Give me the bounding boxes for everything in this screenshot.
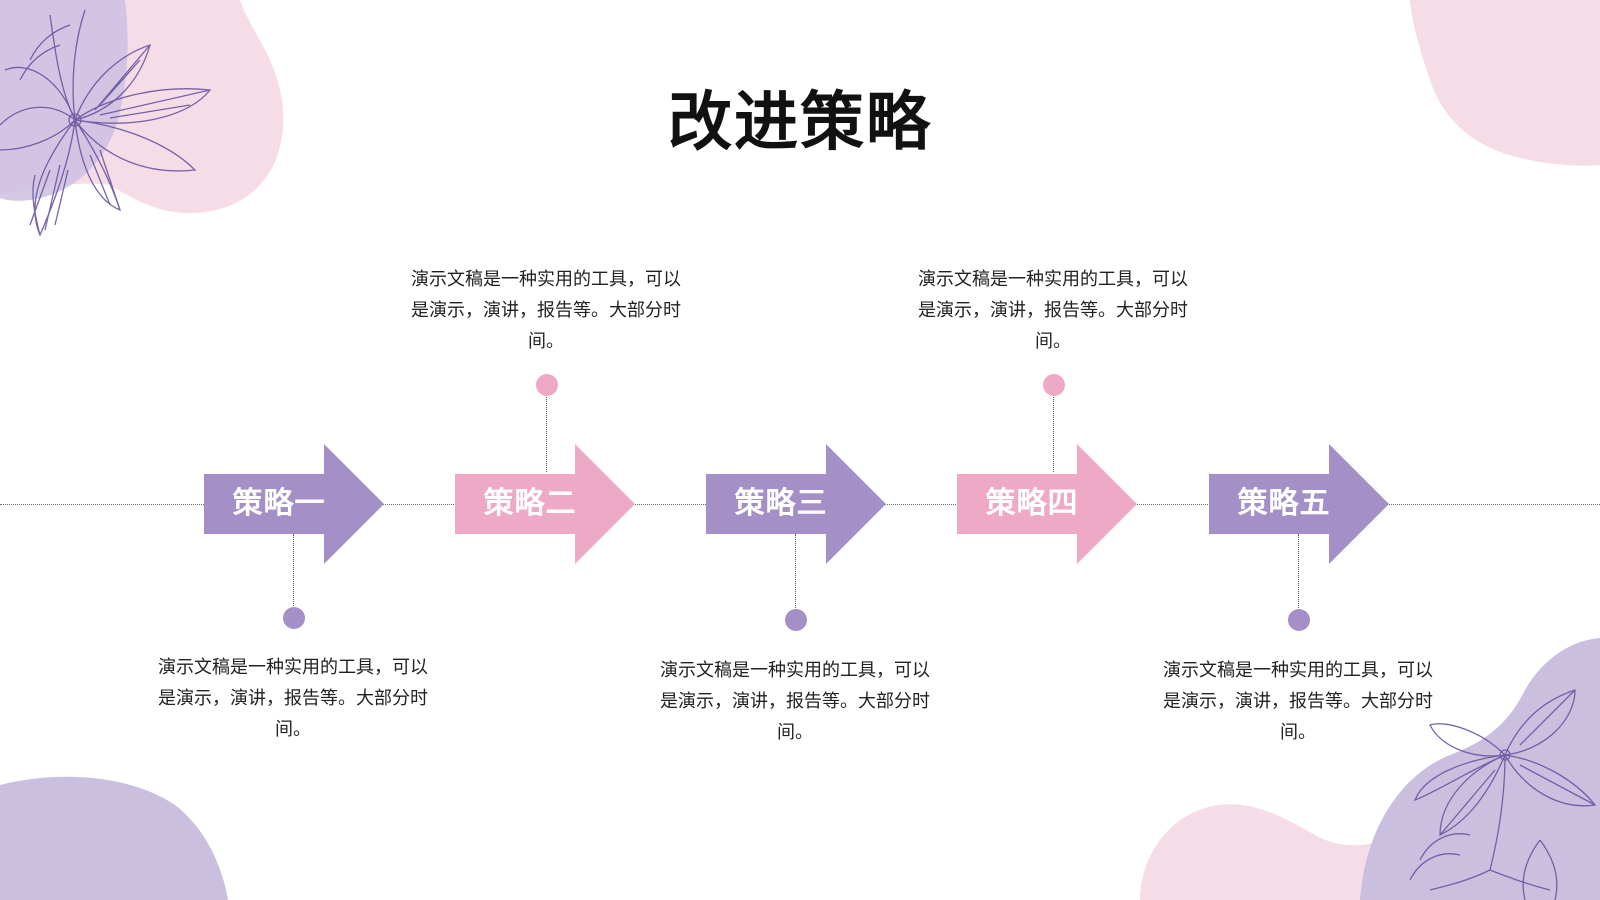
step-1-label: 策略一 [232, 486, 326, 521]
blob-top-right-pink [1410, 0, 1600, 166]
step-1-dot [283, 607, 305, 629]
step-4-connector [1053, 392, 1054, 472]
flower-top-left-icon [0, 9, 212, 237]
blob-bottom-left-purple [0, 776, 228, 900]
step-4-arrow: 策略四 [957, 444, 1137, 564]
step-5-dot [1288, 609, 1310, 631]
step-5-description: 演示文稿是一种实用的工具，可以是演示，演讲，报告等。大部分时间。 [1163, 660, 1433, 743]
page-title: 改进策略 [668, 86, 932, 160]
step-2-dot [536, 374, 558, 396]
flower-bottom-right-icon [1409, 689, 1597, 900]
step-5-arrow: 策略五 [1209, 444, 1389, 564]
step-2-arrow: 策略二 [455, 444, 635, 564]
step-5-label: 策略五 [1237, 486, 1331, 521]
step-3-dot [785, 609, 807, 631]
step-3-description: 演示文稿是一种实用的工具，可以是演示，演讲，报告等。大部分时间。 [660, 660, 930, 743]
arrow-shape [455, 444, 635, 564]
arrow-shape [1209, 444, 1389, 564]
arrow-shape [706, 444, 886, 564]
step-3-arrow: 策略三 [706, 444, 886, 564]
step-4-description: 演示文稿是一种实用的工具，可以是演示，演讲，报告等。大部分时间。 [918, 269, 1188, 352]
blob-top-left-purple [0, 0, 128, 201]
step-1-arrow: 策略一 [204, 444, 384, 564]
arrow-shape [204, 444, 384, 564]
step-1-connector [293, 534, 294, 612]
step-4-dot [1043, 374, 1065, 396]
step-4-label: 策略四 [985, 486, 1079, 521]
step-1-description: 演示文稿是一种实用的工具，可以是演示，演讲，报告等。大部分时间。 [158, 657, 428, 740]
arrow-shape [957, 444, 1137, 564]
step-2-connector [546, 392, 547, 472]
step-3-connector [795, 534, 796, 614]
step-2-label: 策略二 [483, 486, 577, 521]
step-2-description: 演示文稿是一种实用的工具，可以是演示，演讲，报告等。大部分时间。 [411, 269, 681, 352]
step-3-label: 策略三 [734, 486, 828, 521]
step-5-connector [1298, 534, 1299, 614]
